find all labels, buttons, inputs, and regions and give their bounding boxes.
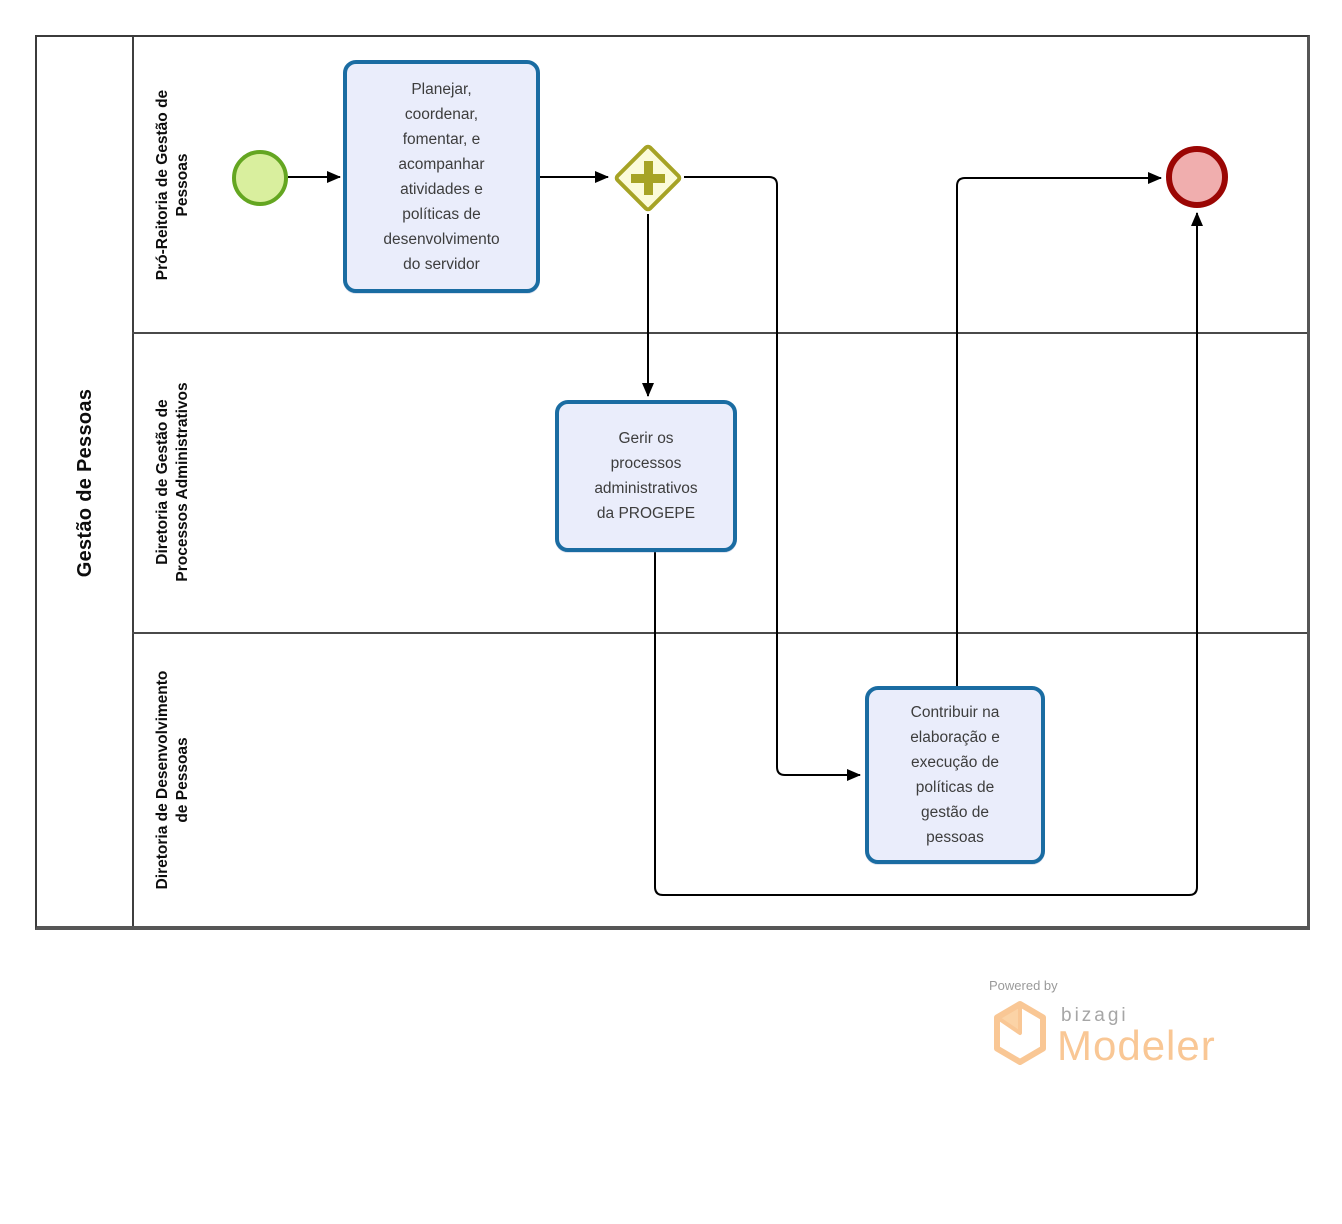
lane-label-strip-diretoria-desenvolvimento: Diretoria de Desenvolvimento de Pessoas bbox=[134, 632, 212, 928]
powered-by-label: Powered by bbox=[989, 978, 1058, 993]
pool-label: Gestão de Pessoas bbox=[73, 388, 96, 577]
lane-label-strip-diretoria-processos: Diretoria de Gestão de Processos Adminis… bbox=[134, 332, 212, 632]
task-gerir[interactable]: Gerir os processos administrativos da PR… bbox=[555, 400, 737, 552]
lane-label-pro-reitoria: Pró-Reitoria de Gestão de Pessoas bbox=[153, 89, 191, 280]
modeler-wordmark: Modeler bbox=[1057, 1022, 1216, 1069]
task-gerir-label: Gerir os processos administrativos da PR… bbox=[594, 430, 698, 522]
plus-icon bbox=[643, 161, 653, 195]
start-event[interactable] bbox=[232, 150, 288, 206]
task-planejar-label: Planejar, coordenar, fomentar, e acompan… bbox=[383, 80, 500, 273]
lane-separator-1 bbox=[132, 332, 1307, 334]
task-contribuir-label: Contribuir na elaboração e execução de p… bbox=[910, 704, 1000, 846]
lane-label-diretoria-desenvolvimento: Diretoria de Desenvolvimento de Pessoas bbox=[153, 670, 191, 890]
parallel-gateway[interactable] bbox=[612, 142, 684, 214]
lane-label-diretoria-processos: Diretoria de Gestão de Processos Adminis… bbox=[153, 382, 191, 582]
bizagi-wordmark: bizagi bbox=[1061, 1005, 1129, 1026]
lane-separator-2 bbox=[132, 632, 1307, 634]
pool-lane-divider bbox=[132, 37, 134, 926]
end-event[interactable] bbox=[1166, 146, 1228, 208]
bizagi-logo-icon bbox=[994, 1001, 1046, 1065]
task-contribuir[interactable]: Contribuir na elaboração e execução de p… bbox=[865, 686, 1045, 864]
task-planejar[interactable]: Planejar, coordenar, fomentar, e acompan… bbox=[343, 60, 540, 293]
lane-label-strip-pro-reitoria: Pró-Reitoria de Gestão de Pessoas bbox=[134, 37, 212, 332]
pool-label-strip: Gestão de Pessoas bbox=[37, 37, 132, 928]
